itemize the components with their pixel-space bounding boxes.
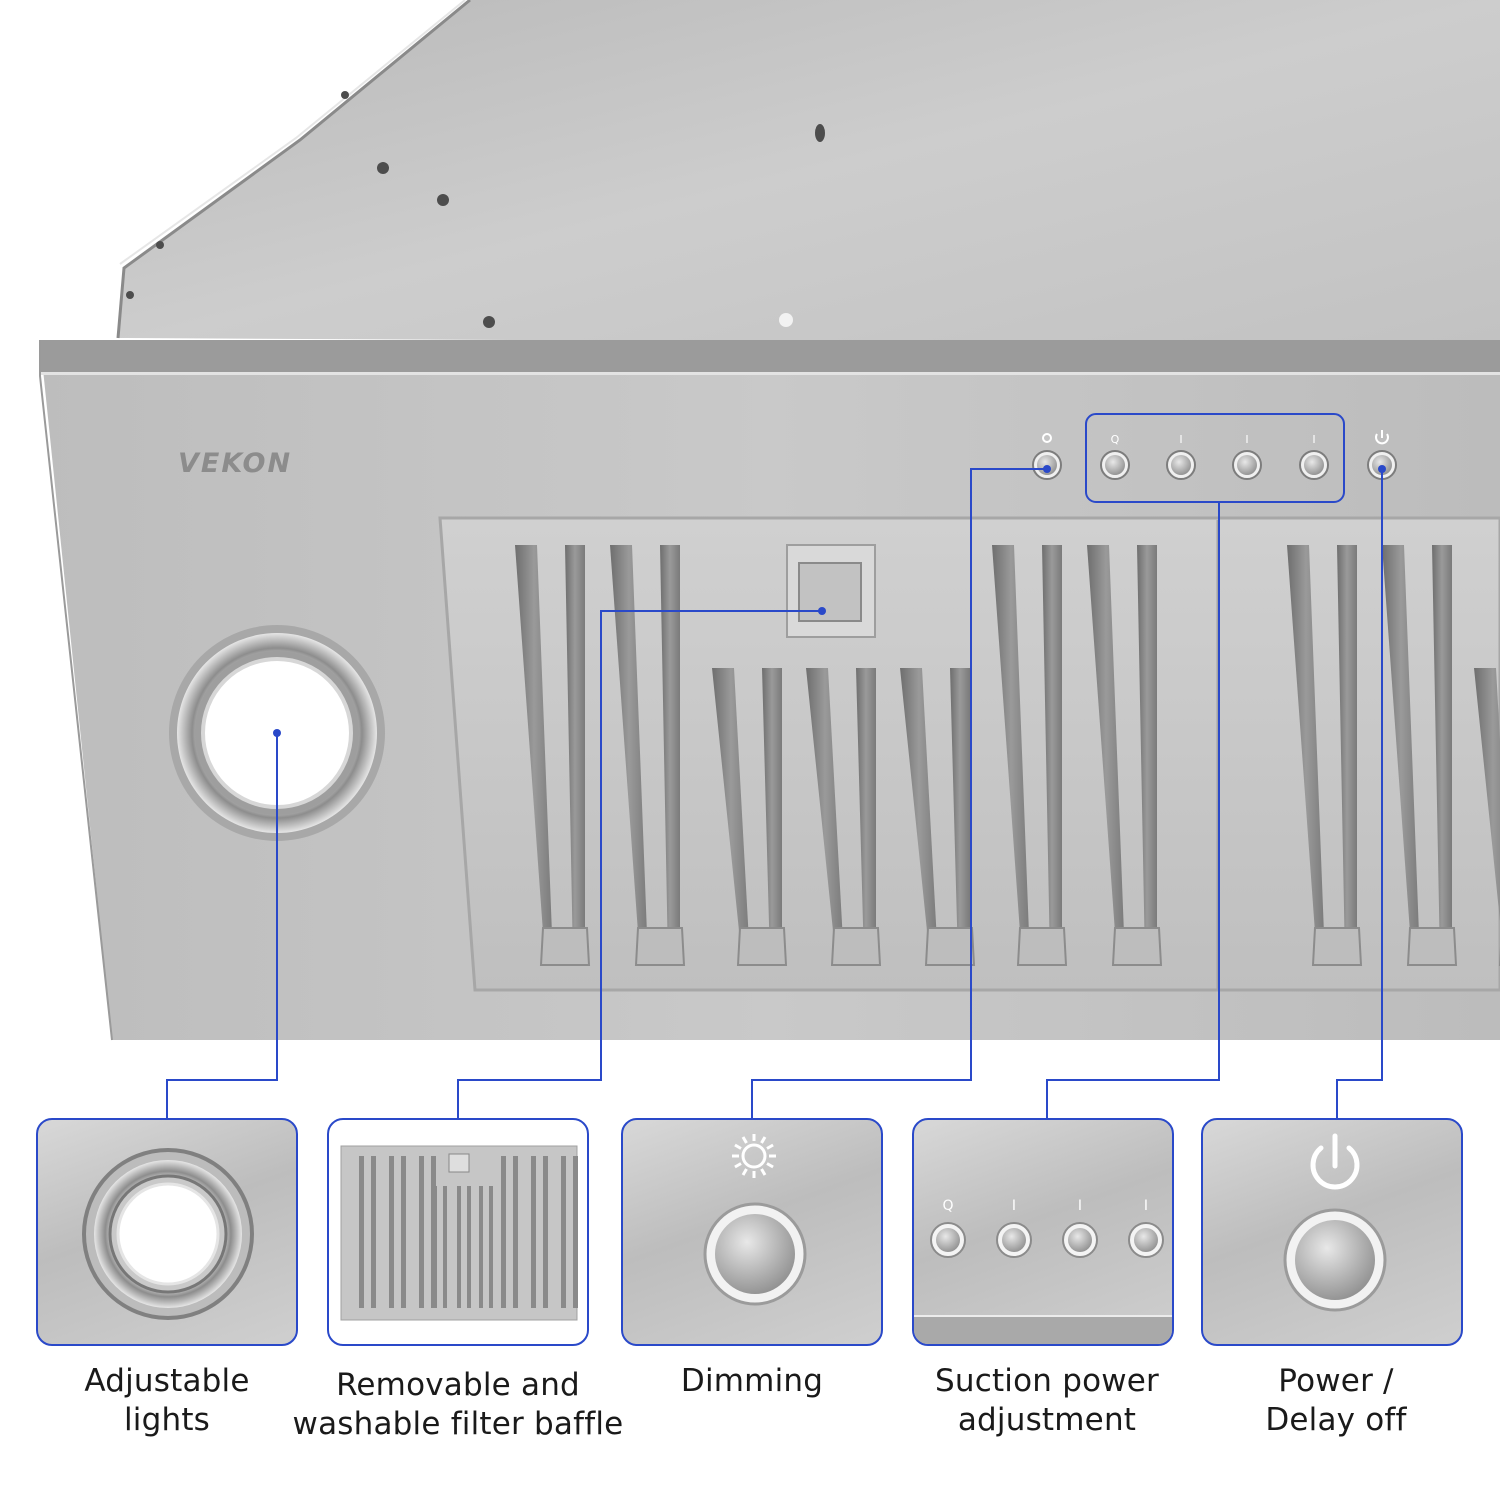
- light-ring-icon: [82, 1148, 254, 1320]
- mini-slot: [371, 1156, 376, 1308]
- caption-line: adjustment: [957, 1402, 1137, 1438]
- feature-card-power: [1201, 1118, 1463, 1346]
- filter-slot: [992, 545, 1068, 966]
- caption-line: lights: [123, 1402, 211, 1438]
- filter-slot: [515, 545, 591, 966]
- speed-mark: Q: [1111, 433, 1120, 446]
- speed-button: I: [1062, 1198, 1098, 1258]
- filter-slot: [1382, 545, 1458, 966]
- baffle-filter-icon: [340, 1145, 578, 1321]
- caption-line: Power /: [1278, 1363, 1394, 1399]
- mini-slot: [457, 1186, 461, 1308]
- mini-slot: [573, 1156, 578, 1308]
- power-button-icon: [1283, 1208, 1387, 1312]
- speed-mark: I: [1012, 1198, 1016, 1214]
- feature-card-filter: [327, 1118, 589, 1346]
- power-icon: [1310, 1133, 1360, 1190]
- caption-line: Removable and: [336, 1367, 580, 1403]
- caption-line: Suction power: [934, 1363, 1160, 1399]
- speed-button: I: [1128, 1198, 1164, 1258]
- power-icon: [1375, 433, 1389, 445]
- mini-slot: [489, 1186, 493, 1308]
- mini-slot: [443, 1186, 447, 1308]
- feature-card-dimming: [621, 1118, 883, 1346]
- filter-slot: [806, 668, 882, 966]
- mini-slot: [419, 1156, 424, 1308]
- dimming-button-icon: [703, 1202, 807, 1306]
- mini-slot: [359, 1156, 364, 1308]
- speed-mark: I: [1312, 433, 1315, 446]
- speed-mark: I: [1078, 1198, 1082, 1214]
- mini-slot: [501, 1156, 506, 1308]
- hood-top-panel: [116, 0, 1500, 360]
- brand-logo: VEKON: [178, 448, 293, 479]
- mini-slot: [467, 1186, 471, 1308]
- speed-button: Q: [930, 1198, 966, 1258]
- caption-suction: Suction power adjustment: [887, 1362, 1207, 1440]
- speed-mark: Q: [942, 1198, 953, 1214]
- caption-dimming: Dimming: [592, 1362, 912, 1401]
- mini-slot: [433, 1186, 437, 1308]
- caption-line: Dimming: [680, 1363, 824, 1399]
- speed-button: I: [996, 1198, 1032, 1258]
- sun-icon: [1042, 433, 1052, 443]
- mini-slot: [561, 1156, 566, 1308]
- sun-icon: [732, 1134, 776, 1178]
- filter-slot: [1087, 545, 1163, 966]
- mini-slot: [401, 1156, 406, 1308]
- mini-slot: [513, 1156, 518, 1308]
- hood-button: [1299, 450, 1329, 480]
- filter-slot: [1474, 668, 1500, 966]
- mini-slot: [479, 1186, 483, 1308]
- speed-mark: I: [1144, 1198, 1148, 1214]
- feature-card-lights: [36, 1118, 298, 1346]
- filter-slot: [1287, 545, 1363, 966]
- caption-line: washable filter baffle: [292, 1406, 624, 1442]
- hood-button: [1100, 450, 1130, 480]
- hood-button: [1232, 450, 1262, 480]
- caption-lights: Adjustable lights: [7, 1362, 327, 1440]
- mini-slot: [531, 1156, 536, 1308]
- filter-slot: [900, 668, 976, 966]
- caption-line: Delay off: [1265, 1402, 1407, 1438]
- mini-slot: [543, 1156, 548, 1308]
- filter-slot: [712, 668, 788, 966]
- speed-mark: I: [1179, 433, 1182, 446]
- speed-mark: I: [1245, 433, 1248, 446]
- caption-power: Power / Delay off: [1176, 1362, 1496, 1440]
- callout-leader-lines: [166, 468, 1383, 1118]
- caption-filter: Removable and washable filter baffle: [280, 1366, 636, 1444]
- caption-line: Adjustable: [84, 1363, 250, 1399]
- filter-slot: [610, 545, 686, 966]
- hood-button: [1166, 450, 1196, 480]
- mini-slot: [389, 1156, 394, 1308]
